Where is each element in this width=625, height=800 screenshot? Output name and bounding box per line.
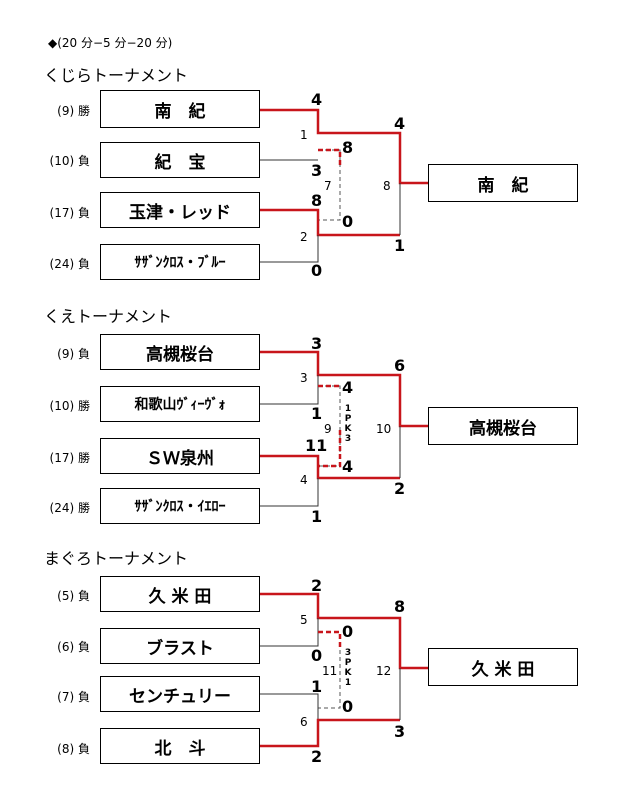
match-number: 3 (300, 371, 308, 385)
score: 1 (394, 236, 406, 255)
team-seed: (6) 負 (57, 640, 90, 654)
format-note: ◆(20 分−5 分−20 分) (48, 36, 173, 50)
match-number: 1 (300, 128, 308, 142)
pk-char: 3 (344, 648, 352, 658)
team-box: 久 米 田 (100, 576, 260, 612)
score: 8 (311, 191, 323, 210)
score: 2 (394, 479, 406, 498)
pk-char: P (344, 414, 352, 424)
score: 1 (311, 404, 323, 423)
score: 0 (342, 622, 354, 641)
score: 2 (311, 747, 323, 766)
team-box: 紀 宝 (100, 142, 260, 178)
team-box: 和歌山ｳﾞｨｰｳﾞｫ (100, 386, 260, 422)
score: 1 (311, 677, 323, 696)
team-seed: (10) 勝 (49, 399, 90, 413)
score: 8 (342, 138, 354, 157)
team-seed: (17) 勝 (49, 451, 90, 465)
score: 4 (311, 90, 323, 109)
match-number: 12 (376, 664, 392, 678)
score: 8 (394, 597, 406, 616)
section-title-kue: くえトーナメント (44, 307, 173, 326)
section-title-kujira: くじらトーナメント (44, 66, 189, 85)
score: 0 (342, 212, 354, 231)
team-box: センチュリー (100, 676, 260, 712)
team-box: ｻｻﾞﾝｸﾛｽ・ﾌﾞﾙｰ (100, 244, 260, 280)
score: 4 (342, 457, 354, 476)
match-number: 8 (383, 179, 391, 193)
score: 4 (394, 114, 406, 133)
score: 2 (311, 576, 323, 595)
score: 3 (394, 722, 406, 741)
score: 0 (311, 646, 323, 665)
winner-box: 久 米 田 (428, 648, 578, 686)
team-box: ｻｻﾞﾝｸﾛｽ・ｲｴﾛｰ (100, 488, 260, 524)
team-seed: (24) 勝 (49, 501, 90, 515)
winner-box: 南 紀 (428, 164, 578, 202)
team-seed: (9) 負 (57, 347, 90, 361)
team-seed: (7) 負 (57, 690, 90, 704)
team-seed: (10) 負 (49, 154, 90, 168)
team-box: ＳＷ泉州 (100, 438, 260, 474)
pk-char: P (344, 658, 352, 668)
pk-char: 3 (344, 434, 352, 444)
team-seed: (5) 負 (57, 589, 90, 603)
score: 0 (342, 697, 354, 716)
team-box: 高槻桜台 (100, 334, 260, 370)
pk-char: 1 (344, 404, 352, 414)
team-box: 南 紀 (100, 90, 260, 128)
score: 6 (394, 356, 406, 375)
score: 3 (311, 161, 323, 180)
match-number: 4 (300, 473, 308, 487)
match-number: 6 (300, 715, 308, 729)
section-title-maguro: まぐろトーナメント (44, 549, 189, 568)
match-number: 9 (324, 422, 332, 436)
pk-char: K (344, 424, 352, 434)
score: 11 (305, 436, 328, 455)
team-seed: (9) 勝 (57, 104, 90, 118)
match-number: 11 (322, 664, 338, 678)
score: 0 (311, 261, 323, 280)
pk-char: K (344, 668, 352, 678)
match-number: 10 (376, 422, 392, 436)
match-number: 2 (300, 230, 308, 244)
team-seed: (24) 負 (49, 257, 90, 271)
match-number: 7 (324, 179, 332, 193)
team-box: ブラスト (100, 628, 260, 664)
score: 4 (342, 378, 354, 397)
pk-char: 1 (344, 678, 352, 688)
team-seed: (17) 負 (49, 206, 90, 220)
winner-box: 高槻桜台 (428, 407, 578, 445)
score: 3 (311, 334, 323, 353)
team-seed: (8) 負 (57, 742, 90, 756)
pk-label: 1 P K 3 (342, 404, 354, 444)
team-box: 北 斗 (100, 728, 260, 764)
team-box: 玉津・レッド (100, 192, 260, 228)
score: 1 (311, 507, 323, 526)
pk-label: 3 P K 1 (342, 648, 354, 688)
match-number: 5 (300, 613, 308, 627)
